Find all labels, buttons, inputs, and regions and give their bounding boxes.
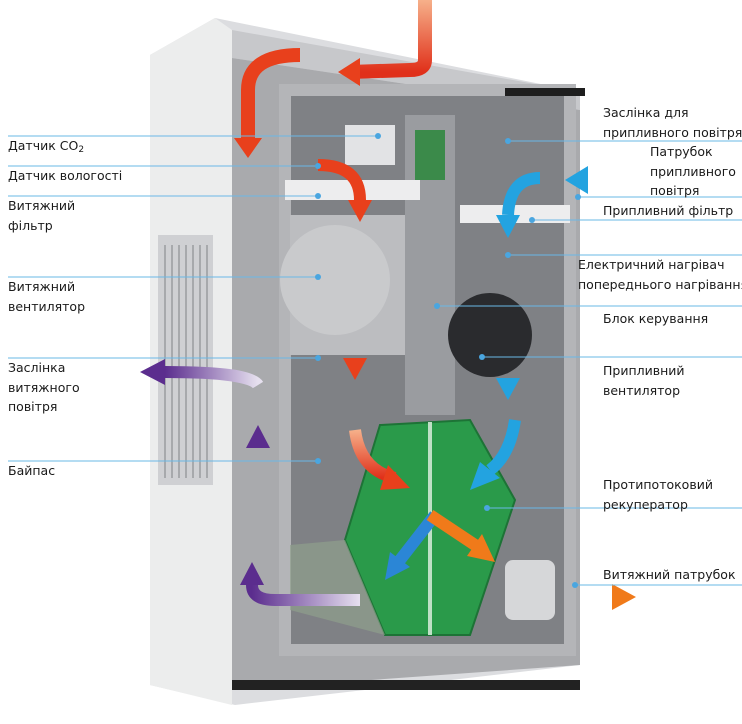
label-humidity-sensor: Датчик вологості (8, 168, 123, 183)
label-exhaust-outlet: Витяжний патрубок (603, 567, 736, 582)
label-supply-filter: Припливний фільтр (603, 203, 734, 218)
leader-dots (315, 133, 581, 588)
leader-lines (8, 135, 742, 586)
air-flow-arrows (140, 0, 636, 610)
label-co2-sensor: Датчик CO2 (8, 138, 85, 155)
label-bypass: Байпас (8, 463, 56, 478)
label-control-unit: Блок керування (603, 311, 709, 326)
